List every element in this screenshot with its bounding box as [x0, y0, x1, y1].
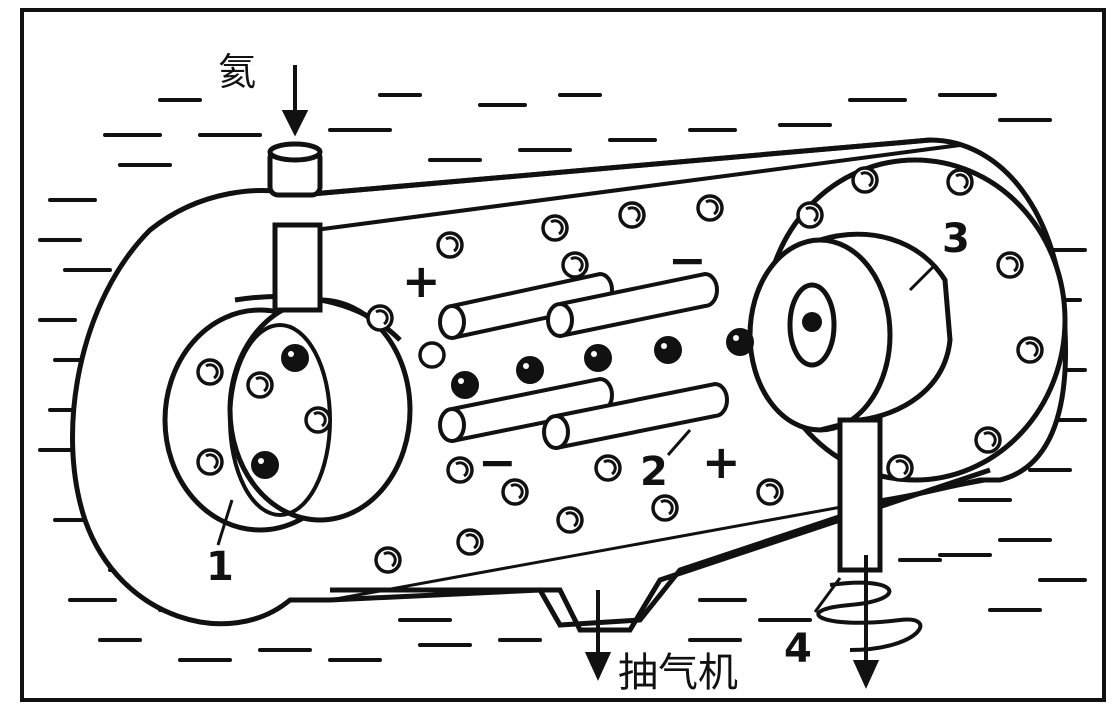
sign-minus-lower: −	[478, 435, 517, 489]
ion-particle	[654, 336, 682, 364]
tube-top-inner-edge	[314, 143, 961, 232]
label-3: 3	[942, 216, 970, 262]
sign-plus-lower: +	[702, 435, 741, 489]
plain-particle	[418, 341, 446, 369]
gas-particle	[196, 358, 224, 386]
gas-particle	[696, 194, 724, 222]
gas-particle	[374, 546, 402, 574]
electrode-rod	[546, 271, 719, 338]
ion-particle	[451, 371, 479, 399]
gas-particle	[501, 478, 529, 506]
gas-particle	[561, 251, 589, 279]
electrode-rod	[542, 381, 729, 450]
label-4: 4	[784, 626, 812, 672]
ion-particle	[516, 356, 544, 384]
leader-lines	[216, 263, 937, 613]
gas-particle	[796, 201, 824, 229]
sign-minus-upper: −	[668, 233, 707, 287]
gas-particle	[541, 214, 569, 242]
gas-particle	[446, 456, 474, 484]
ion-particle	[726, 328, 754, 356]
particles	[196, 166, 1044, 574]
gas-particle	[996, 251, 1024, 279]
label-2: 2	[640, 449, 668, 495]
gas-particle	[456, 528, 484, 556]
ion-particle	[251, 451, 279, 479]
gas-inlet-pipe	[267, 141, 323, 313]
gas-particle	[946, 168, 974, 196]
electrode-rods	[438, 271, 729, 450]
gas-particle	[756, 478, 784, 506]
coil-spiral	[816, 580, 923, 652]
gas-particle	[366, 304, 394, 332]
right-chamber-core	[802, 312, 822, 332]
ion-particle	[584, 344, 612, 372]
tube-bottom-edge	[330, 467, 991, 633]
gas-particle	[651, 494, 679, 522]
frame-border	[20, 8, 1106, 702]
gas-particle	[618, 201, 646, 229]
pump-arrow	[584, 590, 612, 681]
gas-particle	[851, 166, 879, 194]
gas-inlet-arrow	[281, 65, 309, 137]
sign-plus-upper: +	[402, 254, 441, 308]
gas-particle	[304, 406, 332, 434]
drain-arrow	[852, 555, 880, 689]
label-pump: 抽气机	[618, 650, 738, 696]
ion-particle	[281, 344, 309, 372]
gas-particle	[886, 454, 914, 482]
gas-particle	[1016, 336, 1044, 364]
label-gas-inlet: 氦	[218, 50, 256, 94]
left-chamber	[162, 293, 413, 533]
gas-particle	[556, 506, 584, 534]
gas-particle	[974, 426, 1002, 454]
gas-particle	[436, 231, 464, 259]
gas-particle	[246, 371, 274, 399]
tube-top-edge	[299, 137, 931, 198]
gas-particle	[594, 454, 622, 482]
label-1: 1	[206, 544, 234, 590]
drain-pipe	[837, 417, 883, 573]
gas-particle	[196, 448, 224, 476]
